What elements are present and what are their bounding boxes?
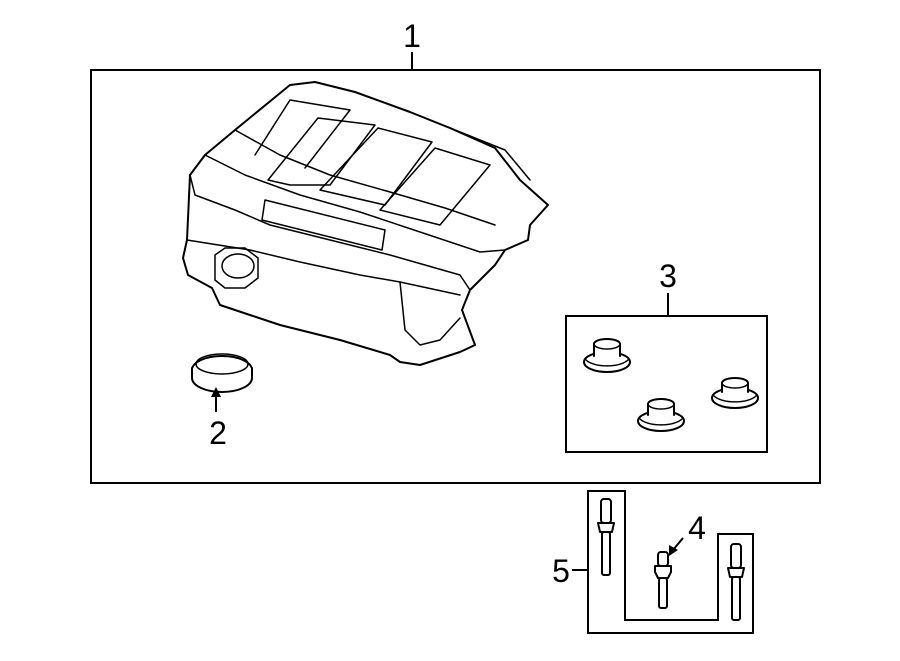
assembly-frame: [90, 69, 821, 484]
callout-label-2: 2: [209, 415, 227, 451]
arrowhead-4: [669, 545, 678, 556]
stud-bolt-left: [597, 498, 615, 576]
plug: 2: [191, 353, 253, 451]
grommet-a: [583, 338, 631, 373]
engine-cover: [182, 81, 549, 366]
callout-label-3: 3: [659, 258, 677, 294]
callout-label-5: 5: [552, 553, 570, 589]
arrowhead-2: [211, 387, 221, 397]
grommet-kit-box: [565, 315, 768, 453]
bolt-group-outline: [587, 490, 754, 634]
leader-line-4: [672, 537, 684, 551]
stud-bolt-right: [727, 543, 745, 621]
callout-label-1: 1: [403, 18, 421, 54]
grommet-c: [711, 377, 759, 409]
callout-label-4: 4: [688, 510, 706, 546]
callout-5: 5: [552, 553, 588, 589]
grommet-b: [637, 398, 685, 432]
callout-3: 3: [659, 258, 677, 316]
stud-4: 4: [654, 510, 706, 609]
callout-1: 1: [403, 18, 421, 70]
